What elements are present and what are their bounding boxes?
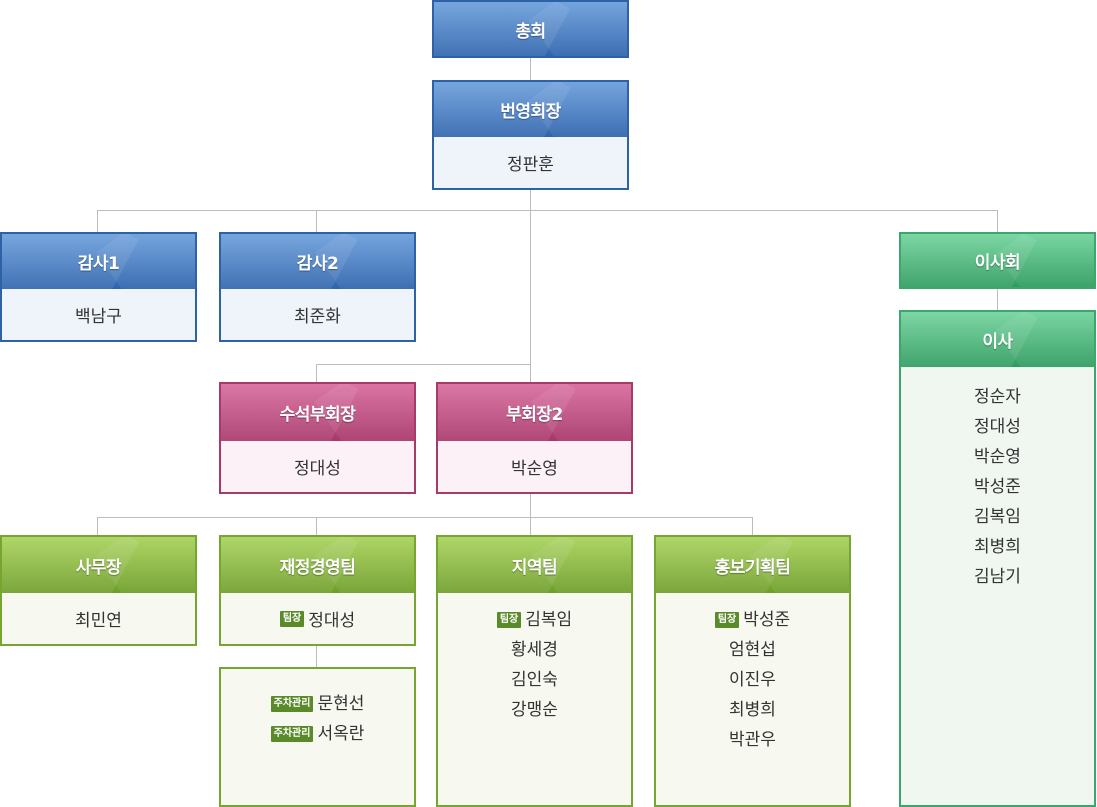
president-title: 번영회장 bbox=[500, 102, 561, 122]
secretary-general-name: 최민연 bbox=[75, 611, 122, 631]
pr-team-member: 최병희 bbox=[729, 700, 776, 720]
leader-tag: 팀장 bbox=[279, 610, 305, 627]
region-team-member: 황세경 bbox=[511, 640, 558, 660]
directors-box: 이사 정순자 정대성 박순영 박성준 김복임 최병희 김남기 bbox=[899, 310, 1096, 807]
senior-vp-title: 수석부회장 bbox=[279, 405, 356, 425]
region-team-title: 지역팀 bbox=[511, 557, 558, 578]
pr-team-title: 홍보기획팀 bbox=[714, 557, 791, 578]
secretary-general-title: 사무장 bbox=[75, 557, 122, 578]
senior-vp-name: 정대성 bbox=[294, 459, 341, 479]
auditor2-name: 최준화 bbox=[294, 307, 341, 327]
parking-tag: 주차관리 bbox=[270, 696, 314, 712]
vp2-name: 박순영 bbox=[511, 459, 558, 479]
leader-tag: 팀장 bbox=[496, 612, 522, 628]
director-name: 박성준 bbox=[974, 477, 1021, 497]
region-team-member: 김인숙 bbox=[511, 670, 558, 690]
auditor1-box: 감사1 백남구 bbox=[0, 232, 197, 342]
leader-tag: 팀장 bbox=[714, 612, 740, 628]
pr-team-member: 이진우 bbox=[729, 670, 776, 690]
vp2-box: 부회장2 박순영 bbox=[436, 382, 633, 494]
finance-team-title: 재정경영팀 bbox=[279, 557, 356, 578]
secretary-general-box: 사무장 최민연 bbox=[0, 535, 197, 646]
region-team-member: 강맹순 bbox=[511, 700, 558, 720]
director-name: 최병희 bbox=[974, 537, 1021, 557]
directors-title: 이사 bbox=[982, 332, 1013, 352]
vp2-title: 부회장2 bbox=[506, 405, 563, 425]
parking-member: 문현선 bbox=[317, 694, 365, 714]
president-name: 정판훈 bbox=[507, 155, 554, 175]
pr-team-member: 박관우 bbox=[729, 730, 776, 750]
director-name: 김남기 bbox=[974, 567, 1021, 587]
director-name: 박순영 bbox=[974, 447, 1021, 467]
region-team-leader: 김복임 bbox=[525, 610, 573, 630]
board-box: 이사회 bbox=[899, 232, 1096, 289]
director-name: 김복임 bbox=[974, 507, 1021, 527]
general-assembly-box: 총회 bbox=[432, 0, 629, 58]
auditor1-title: 감사1 bbox=[77, 254, 120, 274]
auditor2-title: 감사2 bbox=[296, 254, 339, 274]
director-name: 정대성 bbox=[974, 417, 1021, 437]
parking-member: 서옥란 bbox=[317, 724, 365, 744]
general-assembly-title: 총회 bbox=[515, 21, 546, 42]
pr-team-leader: 박성준 bbox=[743, 610, 791, 630]
finance-team-leader: 정대성 bbox=[308, 611, 356, 631]
auditor2-box: 감사2 최준화 bbox=[219, 232, 416, 342]
president-box: 번영회장 정판훈 bbox=[432, 80, 629, 190]
director-name: 정순자 bbox=[974, 387, 1021, 407]
pr-team-member: 엄현섭 bbox=[729, 640, 776, 660]
board-title: 이사회 bbox=[974, 253, 1021, 273]
parking-tag: 주차관리 bbox=[270, 726, 314, 742]
senior-vp-box: 수석부회장 정대성 bbox=[219, 382, 416, 494]
auditor1-name: 백남구 bbox=[75, 307, 122, 327]
